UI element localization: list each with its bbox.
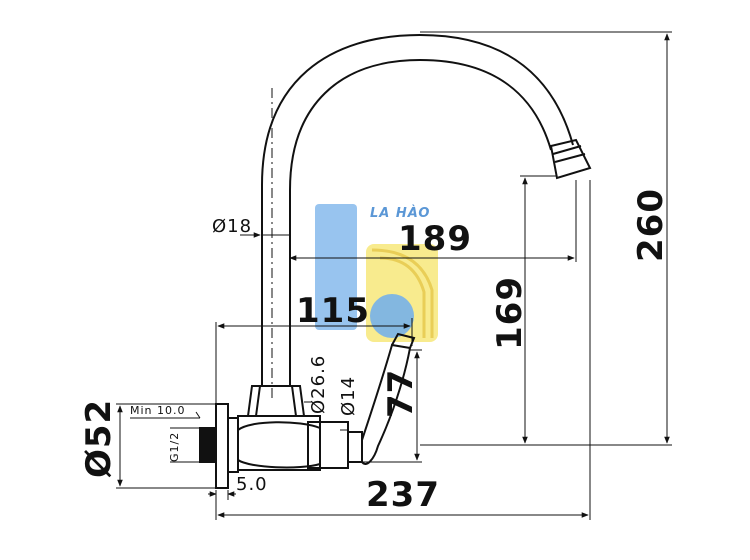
dim-237: 237 [366,475,440,515]
watermark-text: LA HÀO [370,205,430,221]
dim-5-0: 5.0 [236,474,268,495]
dim-g12: G1/2 [168,432,181,462]
dim-260: 260 [631,188,671,262]
dim-d18: Ø18 [212,216,252,237]
dim-189: 189 [398,219,472,259]
faucet-outline [199,33,592,489]
dim-d52: Ø52 [79,399,119,478]
dim-d26-6: Ø26.6 [308,355,329,414]
dim-115: 115 [296,291,370,331]
dim-169: 169 [490,276,530,350]
dimension-labels: 260 189 169 115 77 237 Ø18 Ø26.6 Ø14 Ø52… [79,188,671,515]
watermark-logo: LA HÀO [315,204,438,342]
dim-77: 77 [381,369,421,418]
dim-d14: Ø14 [338,376,359,416]
dimension-lines [116,31,672,520]
dim-min-10: Min 10.0 [130,404,186,417]
